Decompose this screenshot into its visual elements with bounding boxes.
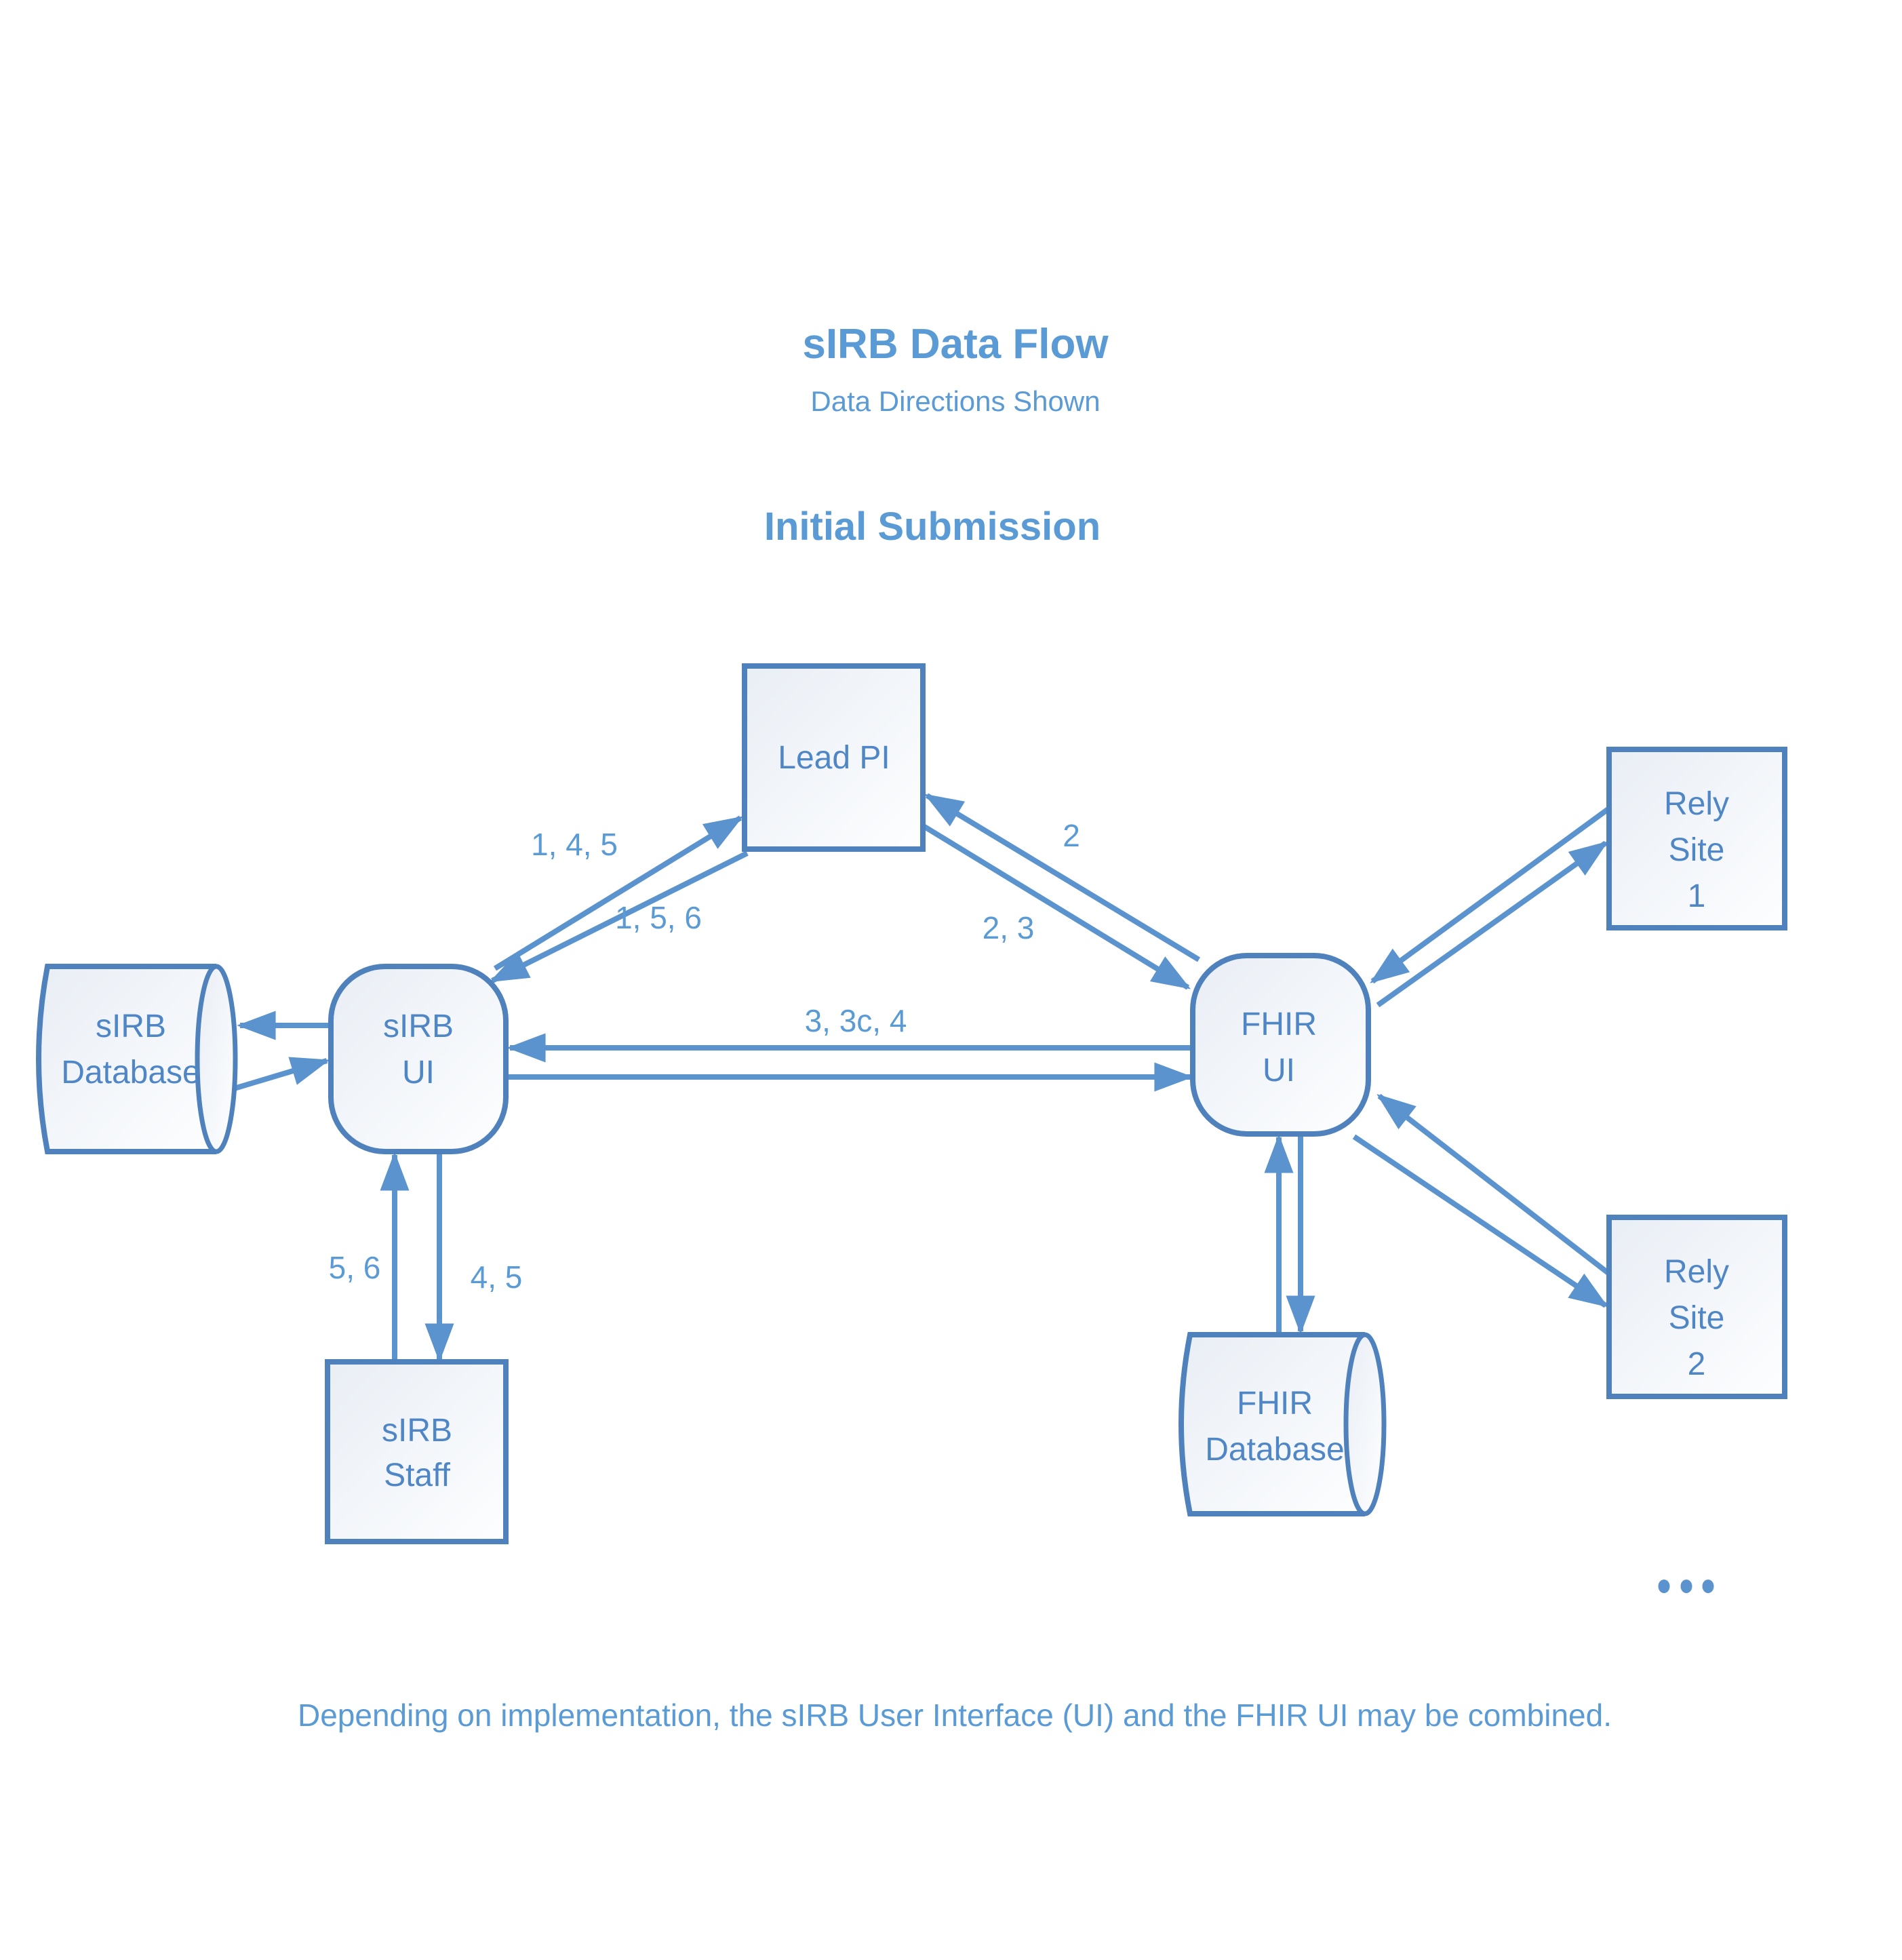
edge-label-sirb-ui-to-lead-pi: 1, 4, 5 bbox=[531, 827, 618, 862]
footnote: Depending on implementation, the sIRB Us… bbox=[298, 1698, 1612, 1733]
node-fhir-database: FHIR Database bbox=[1178, 1332, 1387, 1516]
sirb-database-label-line2: Database bbox=[61, 1055, 200, 1091]
fhir-ui-label-line1: FHIR bbox=[1241, 1006, 1317, 1042]
rely-site-1-label-line3: 1 bbox=[1688, 878, 1706, 914]
rely-site-1-label-line1: Rely bbox=[1664, 786, 1729, 822]
node-lead-pi: Lead PI bbox=[742, 663, 926, 852]
sirb-ui-box bbox=[328, 964, 509, 1154]
edge-fhir-ui-to-lead-pi bbox=[924, 793, 1201, 962]
rely-site-2-label-line3: 2 bbox=[1688, 1346, 1706, 1382]
lead-pi-label: Lead PI bbox=[778, 740, 890, 776]
node-rely-site-1: Rely Site 1 bbox=[1606, 747, 1787, 930]
page-subtitle: Data Directions Shown bbox=[810, 385, 1100, 417]
sirb-staff-label-line2: Staff bbox=[384, 1457, 451, 1493]
section-title: Initial Submission bbox=[764, 505, 1101, 549]
fhir-database-label-line2: Database bbox=[1205, 1432, 1344, 1468]
sirb-database-cap bbox=[195, 964, 238, 1154]
edge-label-fhir-ui-to-lead-pi: 2 bbox=[1063, 818, 1080, 853]
page-title: sIRB Data Flow bbox=[802, 321, 1109, 368]
node-sirb-ui: sIRB UI bbox=[328, 964, 509, 1154]
rely-site-1-box bbox=[1606, 747, 1787, 930]
lead-pi-box bbox=[742, 663, 926, 852]
rely-site-2-label-line1: Rely bbox=[1664, 1254, 1729, 1290]
node-rely-site-2: Rely Site 2 bbox=[1606, 1215, 1787, 1399]
edge-label-sirb-staff-to-sirb-ui: 5, 6 bbox=[329, 1250, 381, 1285]
node-sirb-database: sIRB Database bbox=[36, 964, 238, 1154]
fhir-database-body bbox=[1181, 1335, 1365, 1514]
node-sirb-staff: sIRB Staff bbox=[325, 1359, 509, 1544]
fhir-database-cap bbox=[1343, 1332, 1387, 1516]
sirb-ui-label-line2: UI bbox=[402, 1055, 435, 1091]
sirb-staff-label-line1: sIRB bbox=[382, 1413, 452, 1449]
sirb-database-outline bbox=[36, 964, 216, 1154]
rely-site-2-label-line2: Site bbox=[1669, 1300, 1725, 1336]
sirb-staff-box bbox=[325, 1359, 509, 1544]
edge-sirb-ui-to-lead-pi bbox=[493, 815, 744, 971]
edge-lead-pi-to-fhir-ui bbox=[915, 819, 1191, 990]
edge-label-sirb-ui-to-sirb-staff: 4, 5 bbox=[471, 1259, 523, 1295]
edge-labels: 1, 4, 5 1, 5, 6 2 2, 3 3, 3c, 4 5, 6 4, … bbox=[329, 818, 1080, 1295]
edge-label-lead-pi-to-sirb-ui: 1, 5, 6 bbox=[615, 900, 702, 935]
sirb-ui-label-line1: sIRB bbox=[383, 1008, 454, 1044]
rely-site-1-label-line2: Site bbox=[1669, 832, 1725, 868]
node-fhir-ui: FHIR UI bbox=[1190, 953, 1371, 1137]
edge-rely-site-1-to-fhir-ui bbox=[1370, 806, 1611, 984]
sirb-database-label-line1: sIRB bbox=[96, 1008, 166, 1044]
ellipsis-icon bbox=[1658, 1580, 1714, 1593]
fhir-database-outline bbox=[1178, 1332, 1365, 1516]
sirb-database-body bbox=[39, 966, 216, 1152]
fhir-ui-box bbox=[1190, 953, 1371, 1137]
edge-fhir-ui-to-rely-site-1 bbox=[1376, 840, 1608, 1008]
rely-site-2-box bbox=[1606, 1215, 1787, 1399]
edge-label-fhir-ui-to-sirb-ui: 3, 3c, 4 bbox=[805, 1003, 907, 1038]
edge-lead-pi-to-sirb-ui bbox=[489, 850, 749, 983]
fhir-ui-label-line2: UI bbox=[1263, 1053, 1295, 1089]
edge-fhir-ui-to-rely-site-2 bbox=[1352, 1134, 1608, 1308]
edge-rely-site-2-to-fhir-ui bbox=[1376, 1093, 1611, 1276]
fhir-database-label-line1: FHIR bbox=[1237, 1386, 1313, 1422]
edge-label-lead-pi-to-fhir-ui: 2, 3 bbox=[983, 910, 1035, 945]
